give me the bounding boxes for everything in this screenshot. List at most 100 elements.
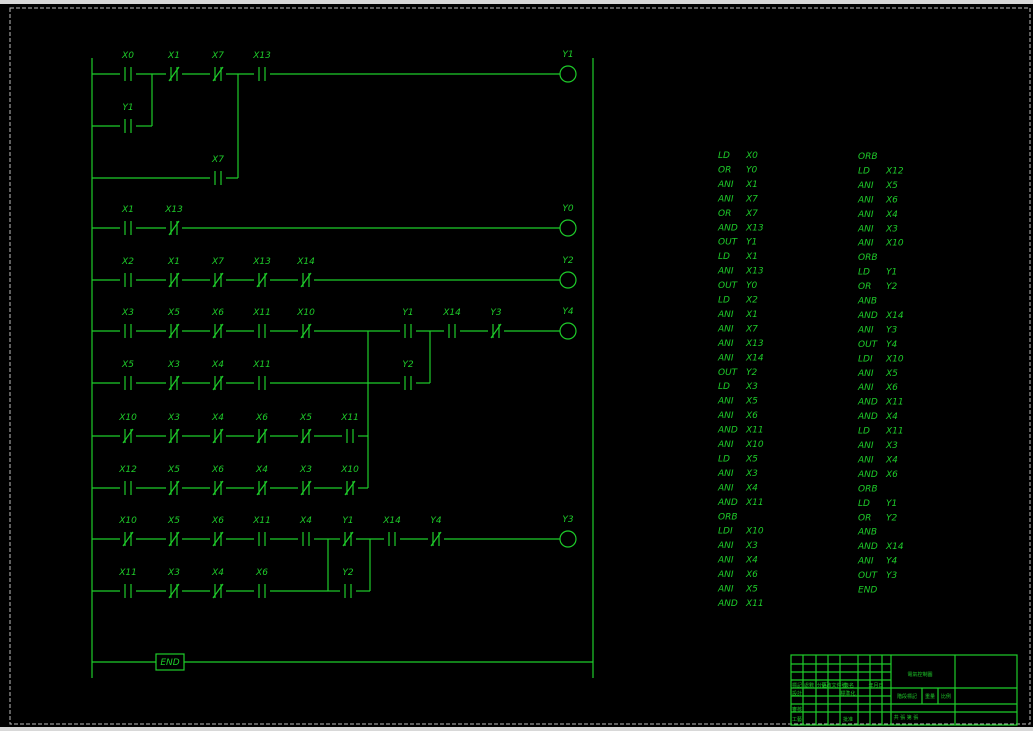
- coil-y4: Y4: [559, 307, 577, 340]
- instruction-operand: Y3: [886, 325, 897, 335]
- instruction-operand: X11: [745, 599, 764, 609]
- contact-label: X6: [255, 413, 268, 423]
- contact-label: Y1: [342, 516, 353, 526]
- instruction-op: AND: [857, 412, 878, 422]
- title-block-cell: 審核: [792, 706, 802, 713]
- instruction-operand: X1: [745, 180, 758, 190]
- instruction-op: ANI: [717, 310, 734, 320]
- instruction-operand: Y2: [886, 513, 897, 523]
- contact-label: X6: [211, 308, 224, 318]
- instruction-op: ANI: [717, 353, 734, 363]
- contact-label: X7: [211, 155, 224, 165]
- contact-x1-no: X1: [121, 205, 134, 235]
- coil-label: Y2: [562, 256, 573, 266]
- instruction-operand: Y0: [746, 165, 757, 175]
- contact-x6-nc: X6: [211, 308, 224, 339]
- contact-x1-nc: X1: [167, 257, 180, 288]
- instruction-op: ANI: [717, 180, 734, 190]
- instruction-op: LD: [858, 268, 870, 278]
- instruction-operand: Y1: [886, 268, 897, 278]
- instruction-op: AND: [857, 311, 878, 321]
- instruction-operand: X6: [885, 470, 898, 480]
- instruction-op: LDI: [858, 354, 873, 364]
- instruction-op: ANI: [717, 397, 734, 407]
- instruction-operand: X6: [885, 383, 898, 393]
- instruction-operand: X7: [745, 194, 758, 204]
- contact-x14-nc: X14: [296, 257, 315, 288]
- instruction-operand: X6: [745, 570, 758, 580]
- contact-x11-no: X11: [118, 568, 137, 598]
- contact-label: X3: [167, 360, 180, 370]
- instruction-operand: X4: [745, 483, 758, 493]
- instruction-op: LD: [718, 151, 730, 161]
- contact-x5-nc: X5: [299, 413, 312, 444]
- instruction-operand: Y1: [886, 499, 897, 509]
- title-block-cell: 比例: [941, 693, 951, 700]
- instruction-op: ANI: [857, 239, 874, 249]
- contact-x6-nc: X6: [255, 413, 268, 444]
- coil-y3: Y3: [559, 515, 577, 548]
- contact-label: X10: [118, 516, 137, 526]
- instruction-operand: X5: [745, 585, 758, 595]
- contact-x4-nc: X4: [211, 360, 224, 391]
- contact-label: X11: [118, 568, 137, 578]
- title-block-cell: 工藝: [792, 716, 802, 723]
- contact-x5-nc: X5: [167, 308, 180, 339]
- instruction-op: LD: [718, 252, 730, 262]
- instruction-operand: X0: [745, 151, 758, 161]
- instruction-operand: X5: [745, 454, 758, 464]
- instruction-operand: Y4: [886, 340, 897, 350]
- contact-label: Y1: [402, 308, 413, 318]
- instruction-op: ANI: [717, 411, 734, 421]
- contact-label: X14: [296, 257, 315, 267]
- contact-label: Y2: [402, 360, 413, 370]
- contact-x4-nc: X4: [255, 465, 268, 496]
- contact-y1-no: Y1: [402, 308, 414, 338]
- instruction-operand: X1: [745, 310, 758, 320]
- instruction-operand: X6: [885, 195, 898, 205]
- instruction-operand: Y2: [886, 282, 897, 292]
- instruction-operand: X4: [885, 455, 898, 465]
- contact-label: X5: [299, 413, 312, 423]
- contact-x7-nc: X7: [211, 51, 224, 82]
- instruction-op: ANI: [857, 369, 874, 379]
- contact-label: X7: [211, 257, 224, 267]
- instruction-operand: X1: [745, 252, 758, 262]
- contact-y1-no: Y1: [122, 103, 134, 133]
- title-block: 電氣控制圖標記處數分區更改文件號簽名年月日設計標準化階段標記重量比例審核工藝批准…: [790, 654, 1018, 726]
- contact-x10-nc: X10: [118, 516, 137, 547]
- instruction-op: ANI: [717, 585, 734, 595]
- instruction-op: AND: [857, 542, 878, 552]
- contact-x6-no: X6: [255, 568, 268, 598]
- instruction-op: LD: [718, 382, 730, 392]
- instruction-op: ANI: [857, 210, 874, 220]
- instruction-op: ANI: [857, 181, 874, 191]
- contact-label: X1: [121, 205, 134, 215]
- title-block-cell: 更改文件號: [821, 682, 846, 689]
- contact-label: X10: [296, 308, 315, 318]
- title-block-cell: 分區: [817, 682, 827, 689]
- instruction-op: AND: [717, 498, 738, 508]
- contact-label: X5: [167, 465, 180, 475]
- contact-label: X1: [167, 257, 180, 267]
- instruction-op: ORB: [858, 253, 878, 263]
- contact-label: X11: [340, 413, 359, 423]
- instruction-op: ANI: [717, 339, 734, 349]
- title-block-cell: 共 張 第 張: [894, 714, 919, 721]
- instruction-operand: X4: [745, 556, 758, 566]
- instruction-operand: Y0: [746, 281, 757, 291]
- coil-y2: Y2: [559, 256, 577, 289]
- contact-x14-no: X14: [382, 516, 401, 546]
- end-label: END: [160, 658, 179, 668]
- instruction-op: ORB: [718, 512, 738, 522]
- instruction-op: END: [858, 586, 877, 596]
- instruction-op: ANI: [717, 469, 734, 479]
- instruction-operand: Y2: [746, 368, 757, 378]
- coil-y1: Y1: [559, 50, 577, 83]
- contact-x13-nc: X13: [164, 205, 183, 236]
- contact-x6-nc: X6: [211, 465, 224, 496]
- instruction-operand: X11: [745, 426, 764, 436]
- contact-label: X11: [252, 516, 271, 526]
